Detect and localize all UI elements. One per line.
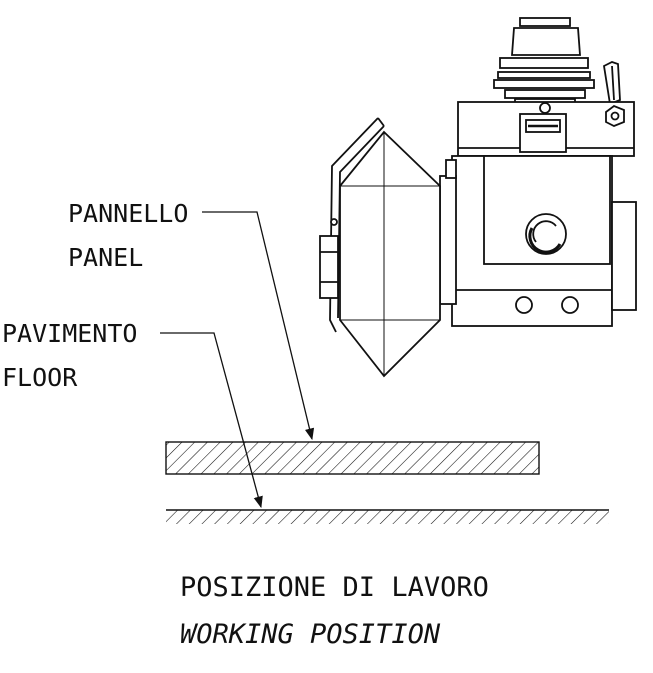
label-panel-it: PANNELLO (68, 199, 188, 228)
main-body (451, 155, 637, 327)
caption-line-1: POSIZIONE DI LAVORO (180, 572, 489, 603)
caption-line-2: WORKING POSITION (180, 619, 441, 650)
panel-leader (202, 211, 315, 441)
lever (603, 61, 621, 106)
panel-board (165, 441, 540, 475)
spindle-cap (493, 17, 595, 105)
label-panel-en: PANEL (68, 243, 143, 272)
upper-housing (457, 101, 635, 157)
blade (339, 130, 441, 378)
label-floor-en: FLOOR (2, 363, 78, 392)
machine-head (319, 17, 637, 378)
clamp-nut (319, 235, 339, 299)
label-floor-it: PAVIMENTO (2, 319, 137, 348)
flange-block (439, 159, 457, 305)
floor-line (166, 509, 609, 524)
floor-leader (160, 332, 263, 509)
